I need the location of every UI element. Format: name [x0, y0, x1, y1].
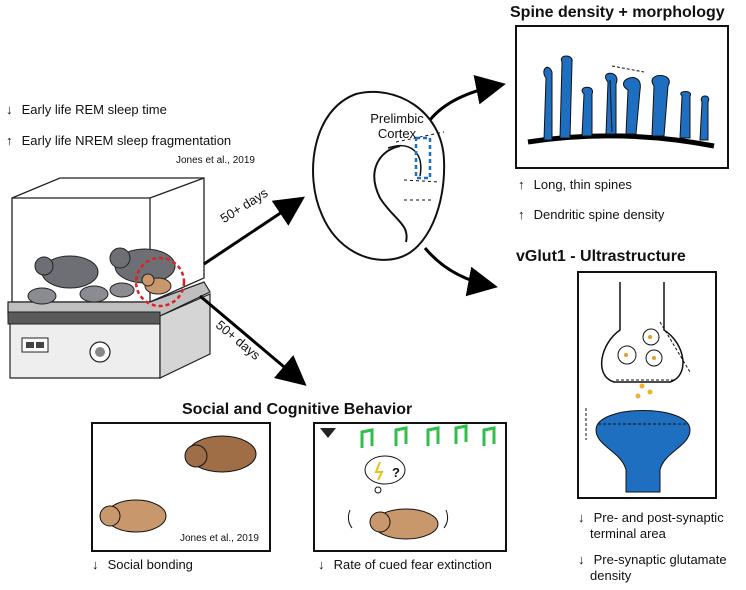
up-arrow-icon: ↑ — [6, 133, 13, 148]
spine-effect-1-text: Long, thin spines — [533, 177, 632, 192]
vglut-effect-1: ↓ Pre- and post-synaptic terminal area — [578, 510, 724, 542]
up-arrow-icon: ↑ — [518, 207, 525, 222]
brain-region-line2: Cortex — [377, 126, 417, 141]
spine-panel-box — [515, 25, 729, 169]
brain-slice — [312, 90, 446, 261]
down-arrow-icon: ↓ — [92, 557, 99, 572]
highlight-circle — [134, 256, 186, 308]
spine-panel-title: Spine density + morphology — [510, 4, 725, 21]
rem-sleep-text: Early life REM sleep time — [21, 102, 167, 117]
vglut-effect-2: ↓ Pre-synaptic glutamate density — [578, 552, 727, 584]
spine-effect-1: ↑ Long, thin spines — [518, 178, 632, 191]
rodent-family — [27, 247, 176, 305]
social-effect-text: Social bonding — [107, 557, 193, 572]
up-arrow-icon: ↑ — [518, 177, 525, 192]
brain-region-line1: Prelimbic — [370, 111, 424, 126]
arrow-to-brain — [203, 196, 305, 266]
fear-behavior-box — [313, 422, 507, 552]
spine-effect-2-text: Dendritic spine density — [533, 207, 665, 222]
social-citation: Jones et al., 2019 — [180, 533, 259, 544]
spine-effect-2: ↑ Dendritic spine density — [518, 208, 664, 221]
arrow-to-behavior — [199, 294, 307, 386]
fear-effect-text: Rate of cued fear extinction — [333, 557, 492, 572]
nrem-sleep-text: Early life NREM sleep fragmentation — [21, 133, 232, 148]
down-arrow-icon: ↓ — [578, 510, 585, 525]
down-arrow-icon: ↓ — [6, 102, 13, 117]
behavior-title: Social and Cognitive Behavior — [182, 401, 413, 418]
fear-effect: ↓ Rate of cued fear extinction — [318, 558, 492, 571]
brain-region-label: Prelimbic Cortex — [360, 112, 434, 140]
vglut-panel-title: vGlut1 - Ultrastructure — [516, 248, 686, 265]
thought-question-mark: ? — [392, 465, 400, 480]
down-arrow-icon: ↓ — [578, 552, 585, 567]
arrow-to-vglut-panel — [423, 247, 498, 297]
arrow-to-spine-panel — [428, 75, 506, 121]
nrem-sleep-effect: ↑ Early life NREM sleep fragmentation — [6, 134, 231, 147]
social-behavior-box — [91, 422, 271, 552]
down-arrow-icon: ↓ — [318, 557, 325, 572]
vglut-panel-box — [577, 271, 717, 499]
vglut-effect-2-line1: Pre-synaptic glutamate — [593, 552, 727, 567]
sleep-citation: Jones et al., 2019 — [176, 155, 255, 166]
vglut-effect-2-line2: density — [590, 568, 632, 583]
social-effect: ↓ Social bonding — [92, 558, 193, 571]
rem-sleep-effect: ↓ Early life REM sleep time — [6, 103, 167, 116]
vglut-effect-1-line2: terminal area — [590, 526, 666, 541]
vglut-effect-1-line1: Pre- and post-synaptic — [593, 510, 724, 525]
cage-illustration — [7, 177, 211, 379]
